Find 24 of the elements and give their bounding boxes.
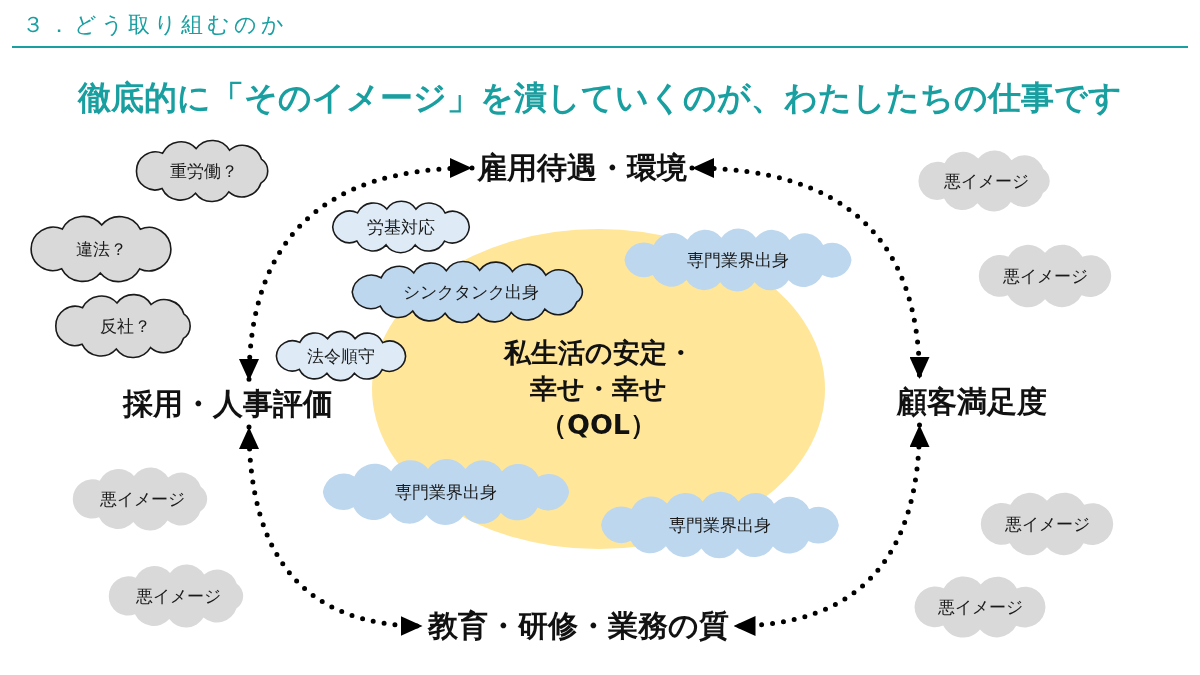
- cloud-label: 悪イメージ: [135, 585, 221, 607]
- slide-title: ３．どう取り組むのか: [22, 11, 288, 39]
- cloud-label: 労基対応: [367, 216, 435, 238]
- slide-subtitle: 徹底的に「そのイメージ」を潰していくのが、わたしたちの仕事です: [78, 78, 1122, 118]
- cloud-label: 悪イメージ: [99, 488, 185, 510]
- cloud-label: 悪イメージ: [1002, 265, 1088, 287]
- cloud-label: 違法？: [75, 238, 127, 260]
- cloud-label: シンクタンク出身: [403, 281, 539, 303]
- topic-label: 雇用待遇・環境: [477, 150, 687, 186]
- cloud-label: 反社？: [99, 315, 151, 337]
- cloud-label: 悪イメージ: [937, 596, 1023, 618]
- cloud-label: 専門業界出身: [687, 249, 789, 271]
- topic-label: 教育・研修・業務の質: [427, 608, 729, 644]
- dotted-arrow: [689, 158, 929, 382]
- cloud-label: 悪イメージ: [943, 170, 1029, 192]
- cloud-label: 専門業界出身: [395, 481, 497, 503]
- topic-label: 採用・人事評価: [123, 386, 333, 422]
- topic-label: 顧客満足度: [897, 384, 1047, 420]
- oval-label: 私生活の安定・幸せ・幸せ（QOL）: [502, 336, 695, 442]
- cloud-label: 重労働？: [170, 160, 238, 182]
- dotted-arrow: [240, 158, 475, 384]
- cloud-label: 法令順守: [307, 345, 375, 367]
- cloud-label: 悪イメージ: [1004, 513, 1090, 535]
- cloud-label: 専門業界出身: [669, 514, 771, 536]
